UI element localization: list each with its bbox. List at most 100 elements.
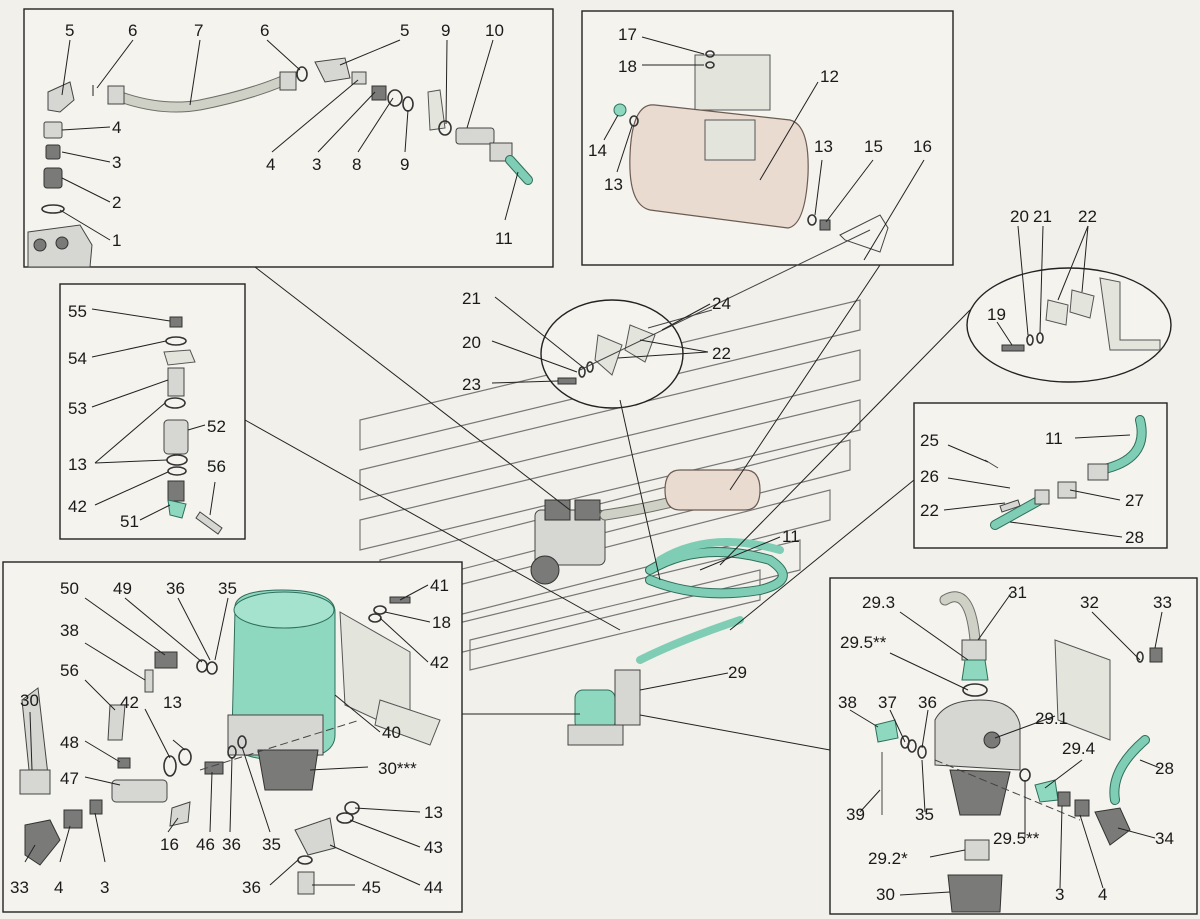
- label-13: 13: [814, 137, 833, 156]
- label-55: 55: [68, 302, 87, 321]
- panel-valve-stack: [59, 283, 246, 540]
- label-20: 20: [1010, 207, 1029, 226]
- label-3: 3: [100, 878, 109, 897]
- label-26: 26: [920, 467, 939, 486]
- label-1: 1: [112, 231, 121, 250]
- label-16: 16: [160, 835, 179, 854]
- label-39: 39: [846, 805, 865, 824]
- label-29: 29: [728, 663, 747, 682]
- label-9: 9: [441, 21, 450, 40]
- coiled-lines-center: [636, 538, 788, 664]
- label-35: 35: [218, 579, 237, 598]
- label-12: 12: [820, 67, 839, 86]
- label-29-5-double-star: 29.5**: [993, 829, 1040, 848]
- label-22: 22: [920, 501, 939, 520]
- label-30: 30: [20, 691, 39, 710]
- label-10: 10: [485, 21, 504, 40]
- compressor-assembly-center: [530, 499, 606, 585]
- label-5: 5: [400, 21, 409, 40]
- label-4: 4: [1098, 885, 1107, 904]
- label-29-1: 29.1: [1035, 709, 1068, 728]
- label-38: 38: [60, 621, 79, 640]
- label-52: 52: [207, 417, 226, 436]
- label-42: 42: [430, 653, 449, 672]
- label-46: 46: [196, 835, 215, 854]
- label-25: 25: [920, 431, 939, 450]
- panel-receiver-tank: [581, 10, 954, 266]
- label-48: 48: [60, 733, 79, 752]
- label-9: 9: [400, 155, 409, 174]
- label-13: 13: [424, 803, 443, 822]
- label-21: 21: [1033, 207, 1052, 226]
- label-19: 19: [987, 305, 1006, 324]
- label-53: 53: [68, 399, 87, 418]
- label-33: 33: [1153, 593, 1172, 612]
- label-31: 31: [1008, 583, 1027, 602]
- label-15: 15: [864, 137, 883, 156]
- label-54: 54: [68, 349, 87, 368]
- label-21: 21: [462, 289, 481, 308]
- label-5: 5: [65, 21, 74, 40]
- label-49: 49: [113, 579, 132, 598]
- label-17: 17: [618, 25, 637, 44]
- label-20: 20: [462, 333, 481, 352]
- label-14: 14: [588, 141, 607, 160]
- label-24: 24: [712, 294, 731, 313]
- label-37: 37: [878, 693, 897, 712]
- label-23: 23: [462, 375, 481, 394]
- label-27: 27: [1125, 491, 1144, 510]
- label-42: 42: [120, 693, 139, 712]
- label-28: 28: [1155, 759, 1174, 778]
- receiver-tank-center: [664, 469, 761, 511]
- callout-right-bracket: [966, 267, 1172, 383]
- label-22: 22: [1078, 207, 1097, 226]
- label-36: 36: [222, 835, 241, 854]
- panel-hose-fittings: [913, 402, 1168, 549]
- label-42: 42: [68, 497, 87, 516]
- label-18: 18: [618, 57, 637, 76]
- label-4: 4: [54, 878, 63, 897]
- label-3: 3: [112, 153, 121, 172]
- label-29-3: 29.3: [862, 593, 895, 612]
- label-4: 4: [112, 118, 121, 137]
- label-45: 45: [362, 878, 381, 897]
- label-28: 28: [1125, 528, 1144, 547]
- label-4: 4: [266, 155, 275, 174]
- label-35: 35: [262, 835, 281, 854]
- label-29-5-double-star: 29.5**: [840, 633, 887, 652]
- label-22: 22: [712, 344, 731, 363]
- label-29-4: 29.4: [1062, 739, 1095, 758]
- label-16: 16: [913, 137, 932, 156]
- label-11: 11: [495, 229, 513, 248]
- label-30: 30: [876, 885, 895, 904]
- label-11: 11: [1045, 429, 1063, 448]
- label-32: 32: [1080, 593, 1099, 612]
- label-36: 36: [166, 579, 185, 598]
- air-dryer-center: [567, 669, 641, 746]
- label-30-triple-star: 30***: [378, 759, 417, 778]
- part-number-labels: 5 6 7 6 5 9 10 4 3 2 1 4 3 8 9 11 17 18 …: [10, 21, 1174, 904]
- label-35: 35: [915, 805, 934, 824]
- label-33: 33: [10, 878, 29, 897]
- label-3: 3: [1055, 885, 1064, 904]
- label-18: 18: [432, 613, 451, 632]
- label-13: 13: [163, 693, 182, 712]
- label-56: 56: [207, 457, 226, 476]
- panel-air-dryer: [2, 561, 463, 913]
- label-38: 38: [838, 693, 857, 712]
- label-40: 40: [382, 723, 401, 742]
- label-6: 6: [128, 21, 137, 40]
- label-2: 2: [112, 193, 121, 212]
- label-51: 51: [120, 512, 139, 531]
- label-6: 6: [260, 21, 269, 40]
- label-3: 3: [312, 155, 321, 174]
- label-7: 7: [194, 21, 203, 40]
- label-34: 34: [1155, 829, 1174, 848]
- label-44: 44: [424, 878, 443, 897]
- label-36: 36: [918, 693, 937, 712]
- label-36: 36: [242, 878, 261, 897]
- label-29-2-star: 29.2*: [868, 849, 908, 868]
- label-13: 13: [604, 175, 623, 194]
- label-41: 41: [430, 576, 449, 595]
